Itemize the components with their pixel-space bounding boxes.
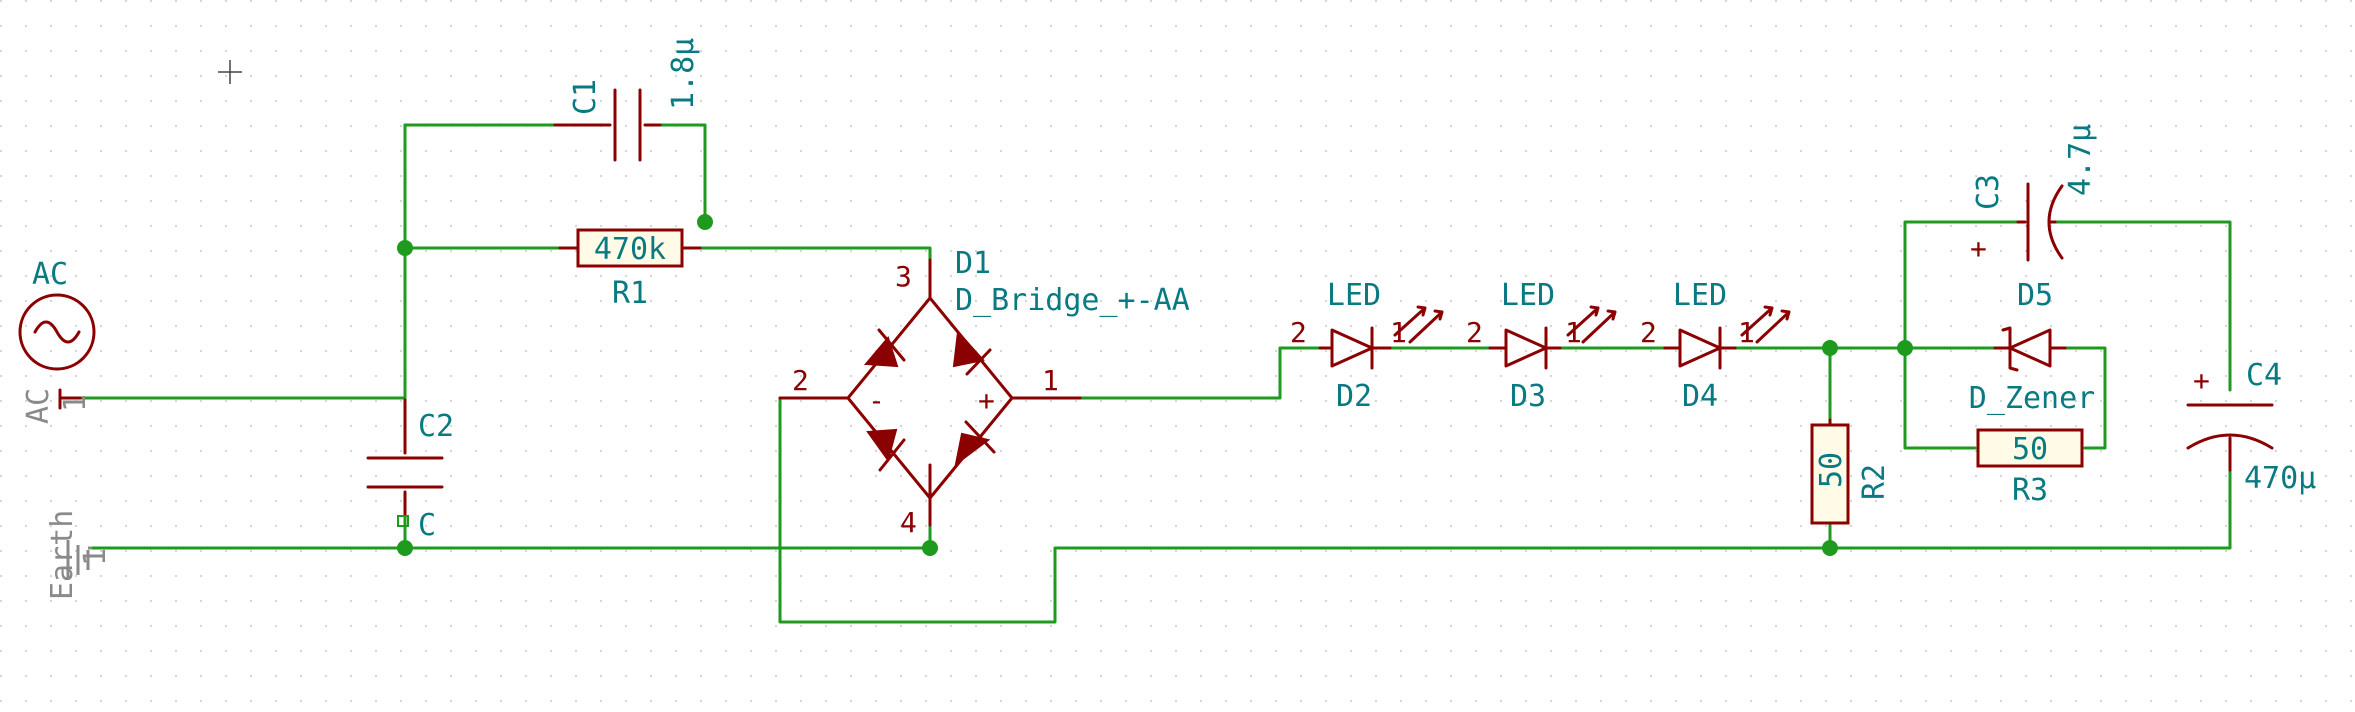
c2-pin-label: C — [418, 508, 436, 543]
d1-pin2: 2 — [792, 364, 809, 397]
c4-plus: + — [2193, 364, 2210, 397]
d5-ref: D5 — [2017, 278, 2053, 313]
d1-plus: + — [978, 384, 995, 417]
capacitor-c2[interactable]: C2 C — [366, 398, 454, 543]
ac-port-pin: 1 — [58, 394, 93, 412]
d2-value: LED — [1327, 278, 1381, 313]
d4-pin-cathode: 1 — [1738, 316, 1755, 349]
wires[interactable] — [78, 123, 2232, 624]
ac-source-ref: AC — [32, 257, 68, 292]
led-d3[interactable]: 2 1 LED D3 — [1466, 278, 1617, 414]
ac-power-port[interactable]: AC 1 — [21, 388, 93, 424]
ac-source[interactable]: AC — [18, 257, 96, 371]
c4-value: 470µ — [2244, 461, 2316, 496]
c3-ref: C3 — [1971, 174, 2006, 210]
led-d4[interactable]: 2 1 LED D4 — [1640, 278, 1791, 414]
c3-value: 4.7µ — [2063, 124, 2098, 196]
d3-pin-anode: 2 — [1466, 316, 1483, 349]
earth-port-pin: 1 — [78, 548, 113, 566]
d2-pin-anode: 2 — [1290, 316, 1307, 349]
earth-power-port[interactable]: Earth 1 — [45, 510, 113, 600]
c2-unconnected-pin — [397, 515, 409, 527]
d1-pin1: 1 — [1042, 364, 1059, 397]
r3-ref: R3 — [2012, 473, 2048, 508]
resistor-r1[interactable]: 470k R1 — [558, 228, 702, 311]
resistor-r3[interactable]: 50 R3 — [1976, 428, 2084, 508]
d2-pin-cathode: 1 — [1390, 316, 1407, 349]
c2-ref: C2 — [418, 409, 454, 444]
capacitor-c4[interactable]: + C4 470µ — [2186, 358, 2316, 496]
ac-port-label: AC — [21, 388, 56, 424]
d1-value: D_Bridge_+-AA — [955, 283, 1190, 318]
zener-diode-d5[interactable]: D5 D_Zener — [1969, 278, 2095, 416]
c1-ref: C1 — [568, 79, 603, 115]
r3-value: 50 — [2012, 432, 2048, 467]
resistor-r2[interactable]: 50 R2 — [1810, 418, 1892, 525]
c4-ref: C4 — [2246, 358, 2282, 393]
r2-value: 50 — [1814, 452, 1849, 488]
cursor-crosshair — [218, 60, 242, 84]
r1-value: 470k — [594, 232, 666, 267]
capacitor-c1[interactable]: C1 1.8µ — [553, 38, 701, 162]
d4-pin-anode: 2 — [1640, 316, 1657, 349]
d1-pin4: 4 — [900, 506, 917, 539]
earth-port-label: Earth — [45, 510, 80, 600]
d4-value: LED — [1673, 278, 1727, 313]
r1-ref: R1 — [612, 276, 648, 311]
d3-ref: D3 — [1510, 379, 1546, 414]
d1-ref: D1 — [955, 246, 991, 281]
d1-pin3: 3 — [895, 260, 912, 293]
led-d2[interactable]: 2 1 LED D2 — [1290, 278, 1444, 414]
c3-plus: + — [1970, 232, 1987, 265]
d3-pin-cathode: 1 — [1565, 316, 1582, 349]
d5-value: D_Zener — [1969, 381, 2095, 416]
r2-ref: R2 — [1857, 464, 1892, 500]
capacitor-c3[interactable]: + C3 4.7µ — [1970, 124, 2098, 265]
d4-ref: D4 — [1682, 379, 1718, 414]
c1-value: 1.8µ — [666, 38, 701, 110]
d1-minus: - — [868, 384, 885, 417]
d2-ref: D2 — [1336, 379, 1372, 414]
junctions — [397, 214, 1913, 556]
d3-value: LED — [1501, 278, 1555, 313]
bridge-rectifier-d1[interactable]: - + 3 2 1 4 D1 D_Bridge_+-AA — [778, 246, 1190, 539]
